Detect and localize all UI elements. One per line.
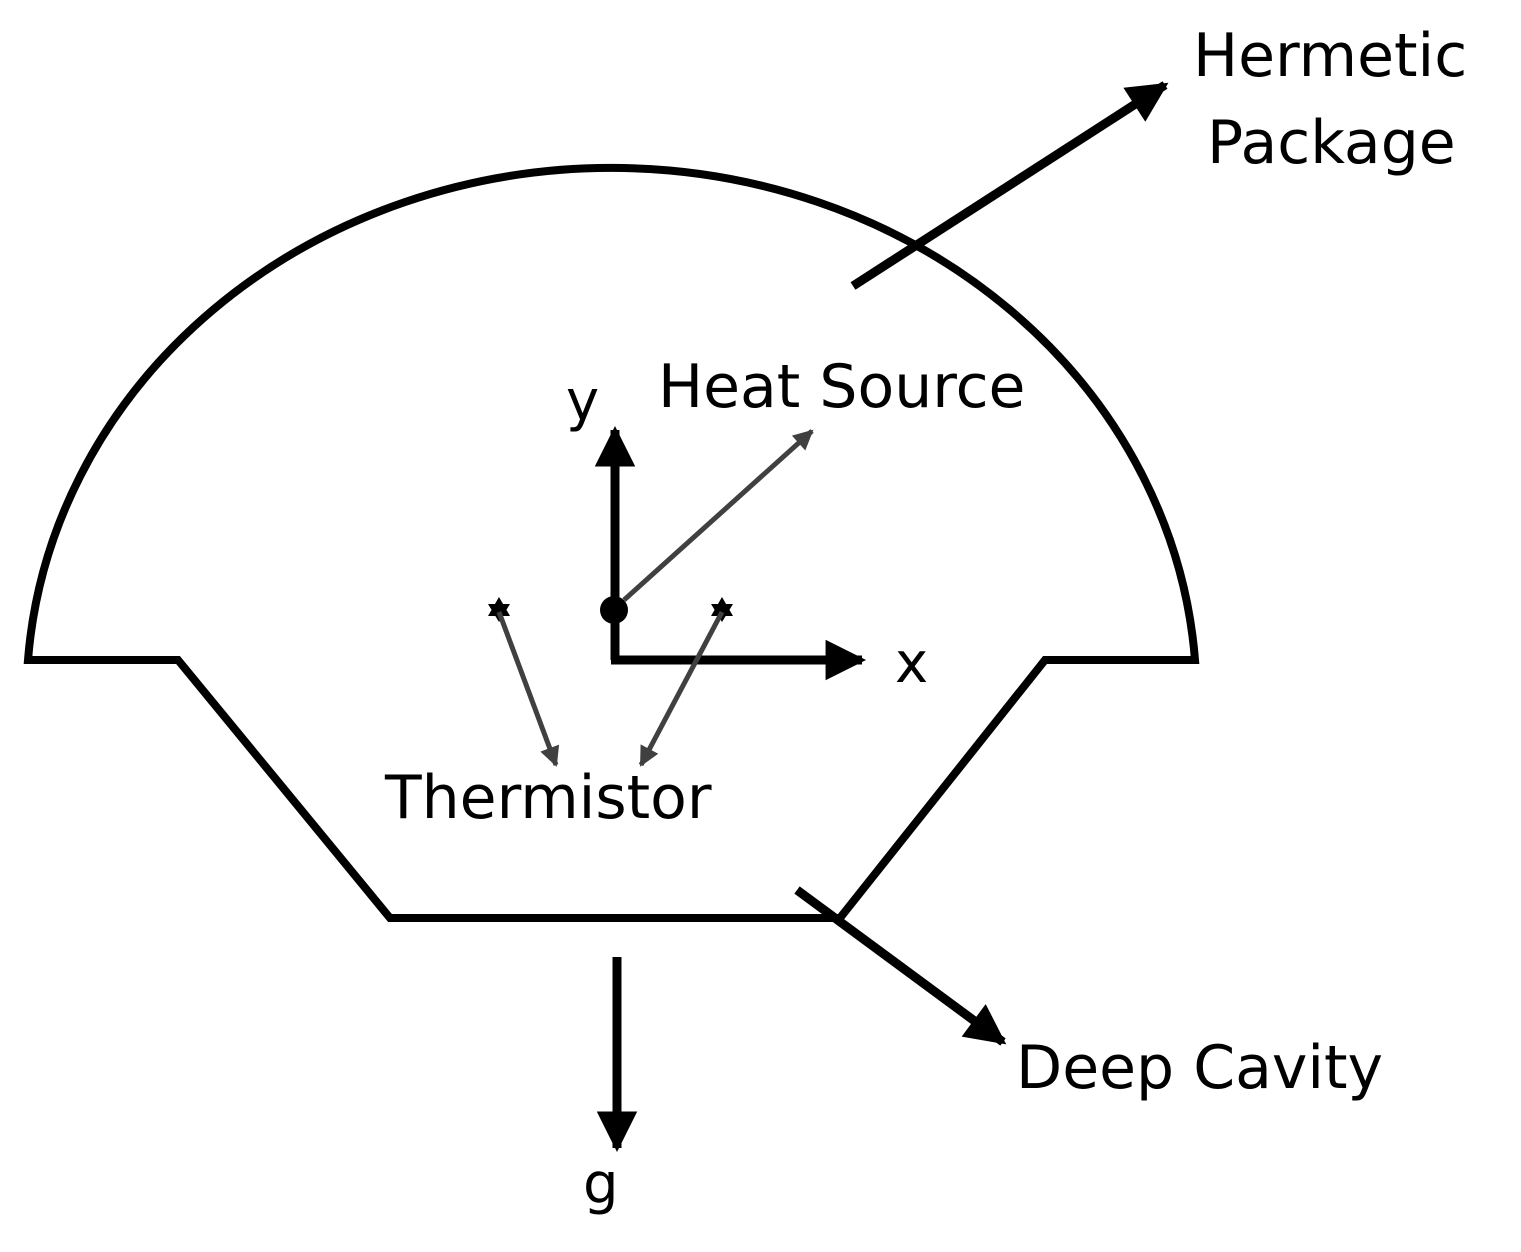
hermetic-package-label-line2: Package — [1207, 108, 1456, 178]
heat-source-label: Heat Source — [658, 352, 1025, 422]
hermetic-package-label-line1: Hermetic — [1193, 21, 1467, 91]
thermistor-pointer-right — [638, 610, 725, 767]
deep-cavity-label: Deep Cavity — [1016, 1033, 1383, 1103]
thermistor-label: Thermistor — [384, 763, 712, 833]
thermistor-pointer-left — [496, 611, 560, 767]
gravity-label: g — [583, 1152, 619, 1217]
y-axis-label: y — [566, 369, 599, 434]
heat-source-dot — [600, 596, 628, 624]
x-axis-label: x — [895, 631, 928, 696]
deep-cavity-pointer — [794, 886, 1007, 1046]
hermetic-package-pointer — [850, 81, 1169, 290]
package-outline — [23, 163, 1200, 922]
heat-source-pointer — [622, 429, 814, 602]
